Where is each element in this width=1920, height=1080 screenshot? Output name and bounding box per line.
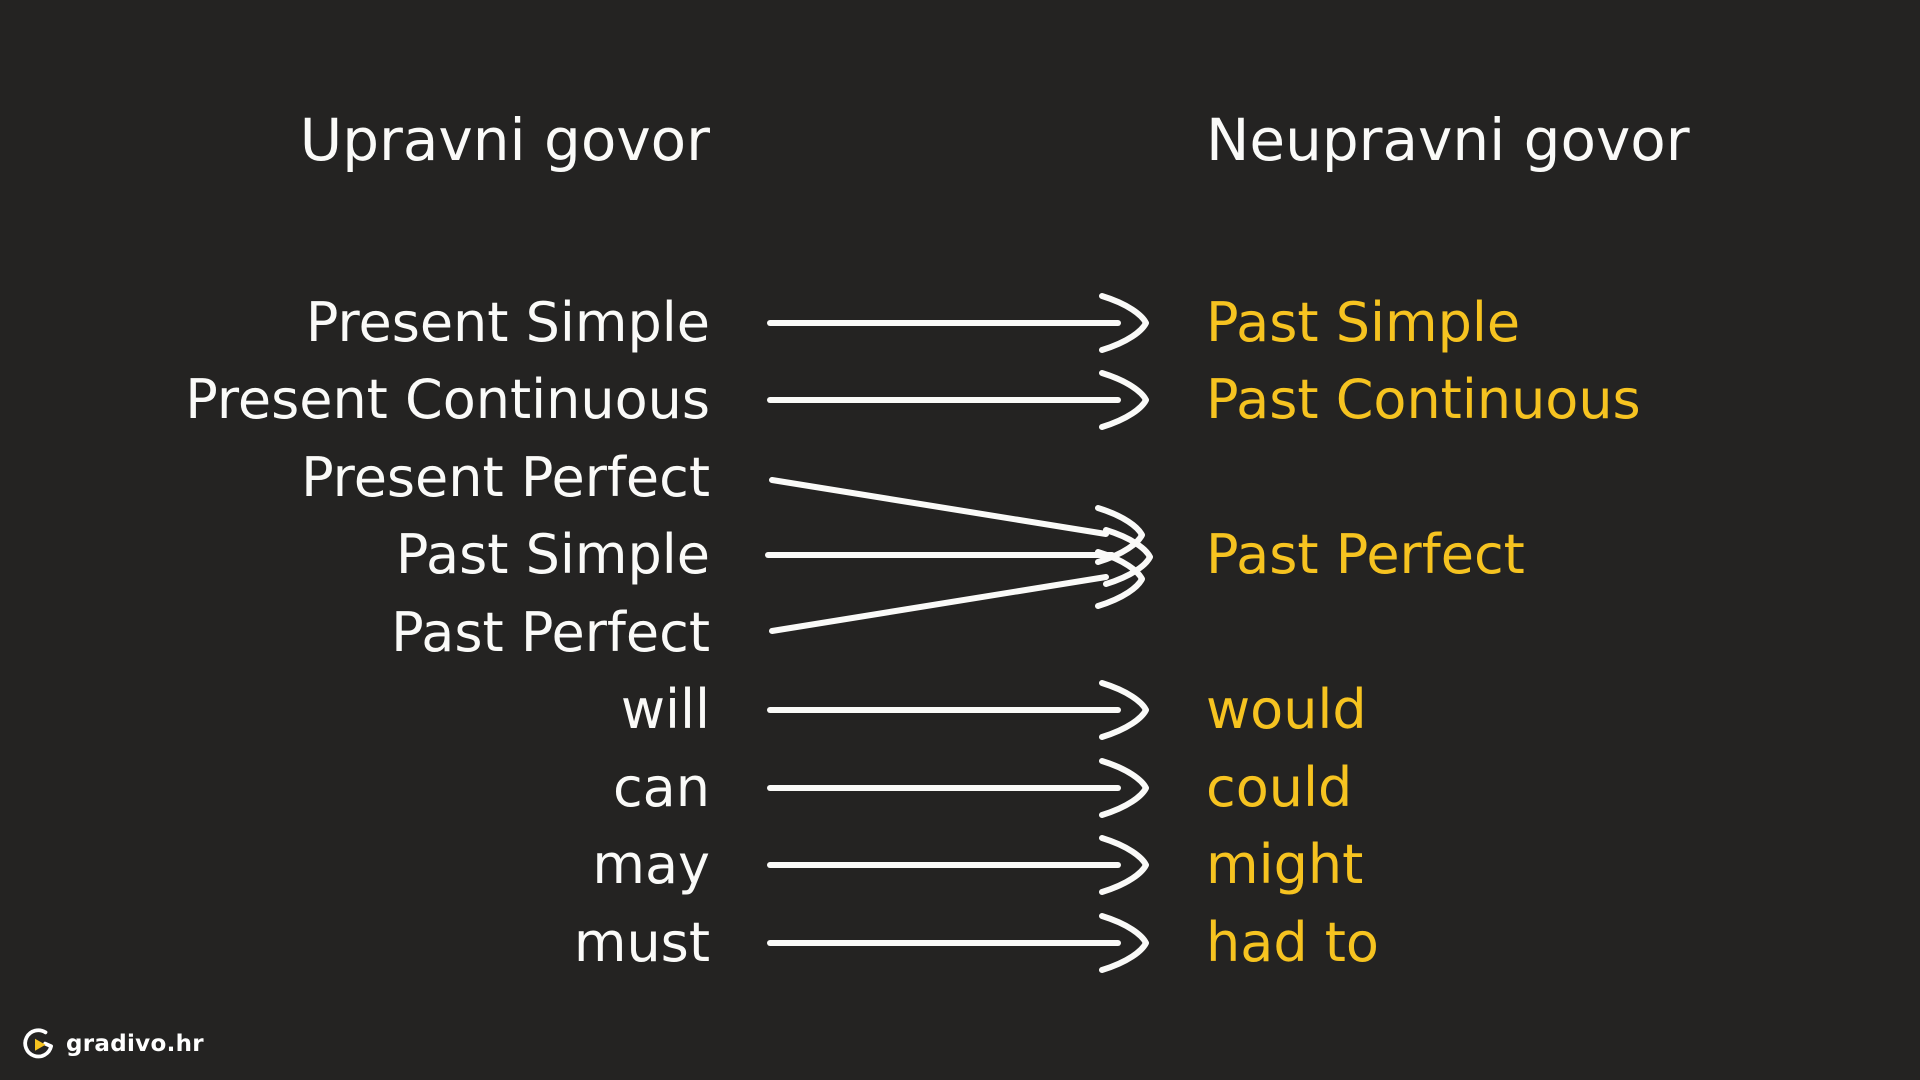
right-term-past-continuous: Past Continuous: [1206, 368, 1641, 431]
arrow-head-merge-top: [1095, 505, 1145, 565]
column-header-direct-speech: Upravni govor: [299, 106, 710, 174]
arrow-head-may: [1099, 835, 1149, 895]
arrow-line-past-perfect: [769, 574, 1109, 634]
logo-g-stroke: [23, 1028, 53, 1059]
left-term-may: may: [592, 833, 710, 896]
arrow-head-present-continuous: [1099, 370, 1149, 430]
left-term-can: can: [612, 756, 710, 819]
arrow-head-present-simple: [1099, 293, 1149, 353]
arrow-head-can: [1099, 758, 1149, 818]
gradivo-logo-icon: [23, 1028, 53, 1059]
right-term-past-perfect: Past Perfect: [1206, 523, 1525, 586]
left-term-present-simple: Present Simple: [305, 291, 710, 354]
left-term-past-perfect: Past Perfect: [391, 601, 710, 664]
arrow-head-must: [1099, 913, 1149, 973]
logo-play-triangle-icon: [35, 1038, 46, 1051]
arrow-head-merge-middle: [1103, 527, 1153, 587]
right-term-past-simple: Past Simple: [1206, 291, 1521, 354]
logo: gradivo.hr: [20, 1024, 204, 1064]
column-header-indirect-speech: Neupravni govor: [1206, 106, 1690, 174]
arrow-head-will: [1099, 680, 1149, 740]
right-term-had-to: had to: [1206, 911, 1379, 974]
left-term-will: will: [620, 678, 710, 741]
right-term-would: would: [1206, 678, 1367, 741]
left-term-must: must: [573, 911, 710, 974]
logo-text: gradivo.hr: [66, 1031, 204, 1057]
arrow-line-present-perfect: [769, 477, 1109, 537]
arrow-head-merge-bottom: [1095, 549, 1145, 609]
left-term-present-perfect: Present Perfect: [301, 446, 710, 509]
left-term-present-continuous: Present Continuous: [185, 368, 710, 431]
right-term-might: might: [1206, 833, 1364, 896]
left-term-past-simple: Past Simple: [395, 523, 710, 586]
right-term-could: could: [1206, 756, 1353, 819]
